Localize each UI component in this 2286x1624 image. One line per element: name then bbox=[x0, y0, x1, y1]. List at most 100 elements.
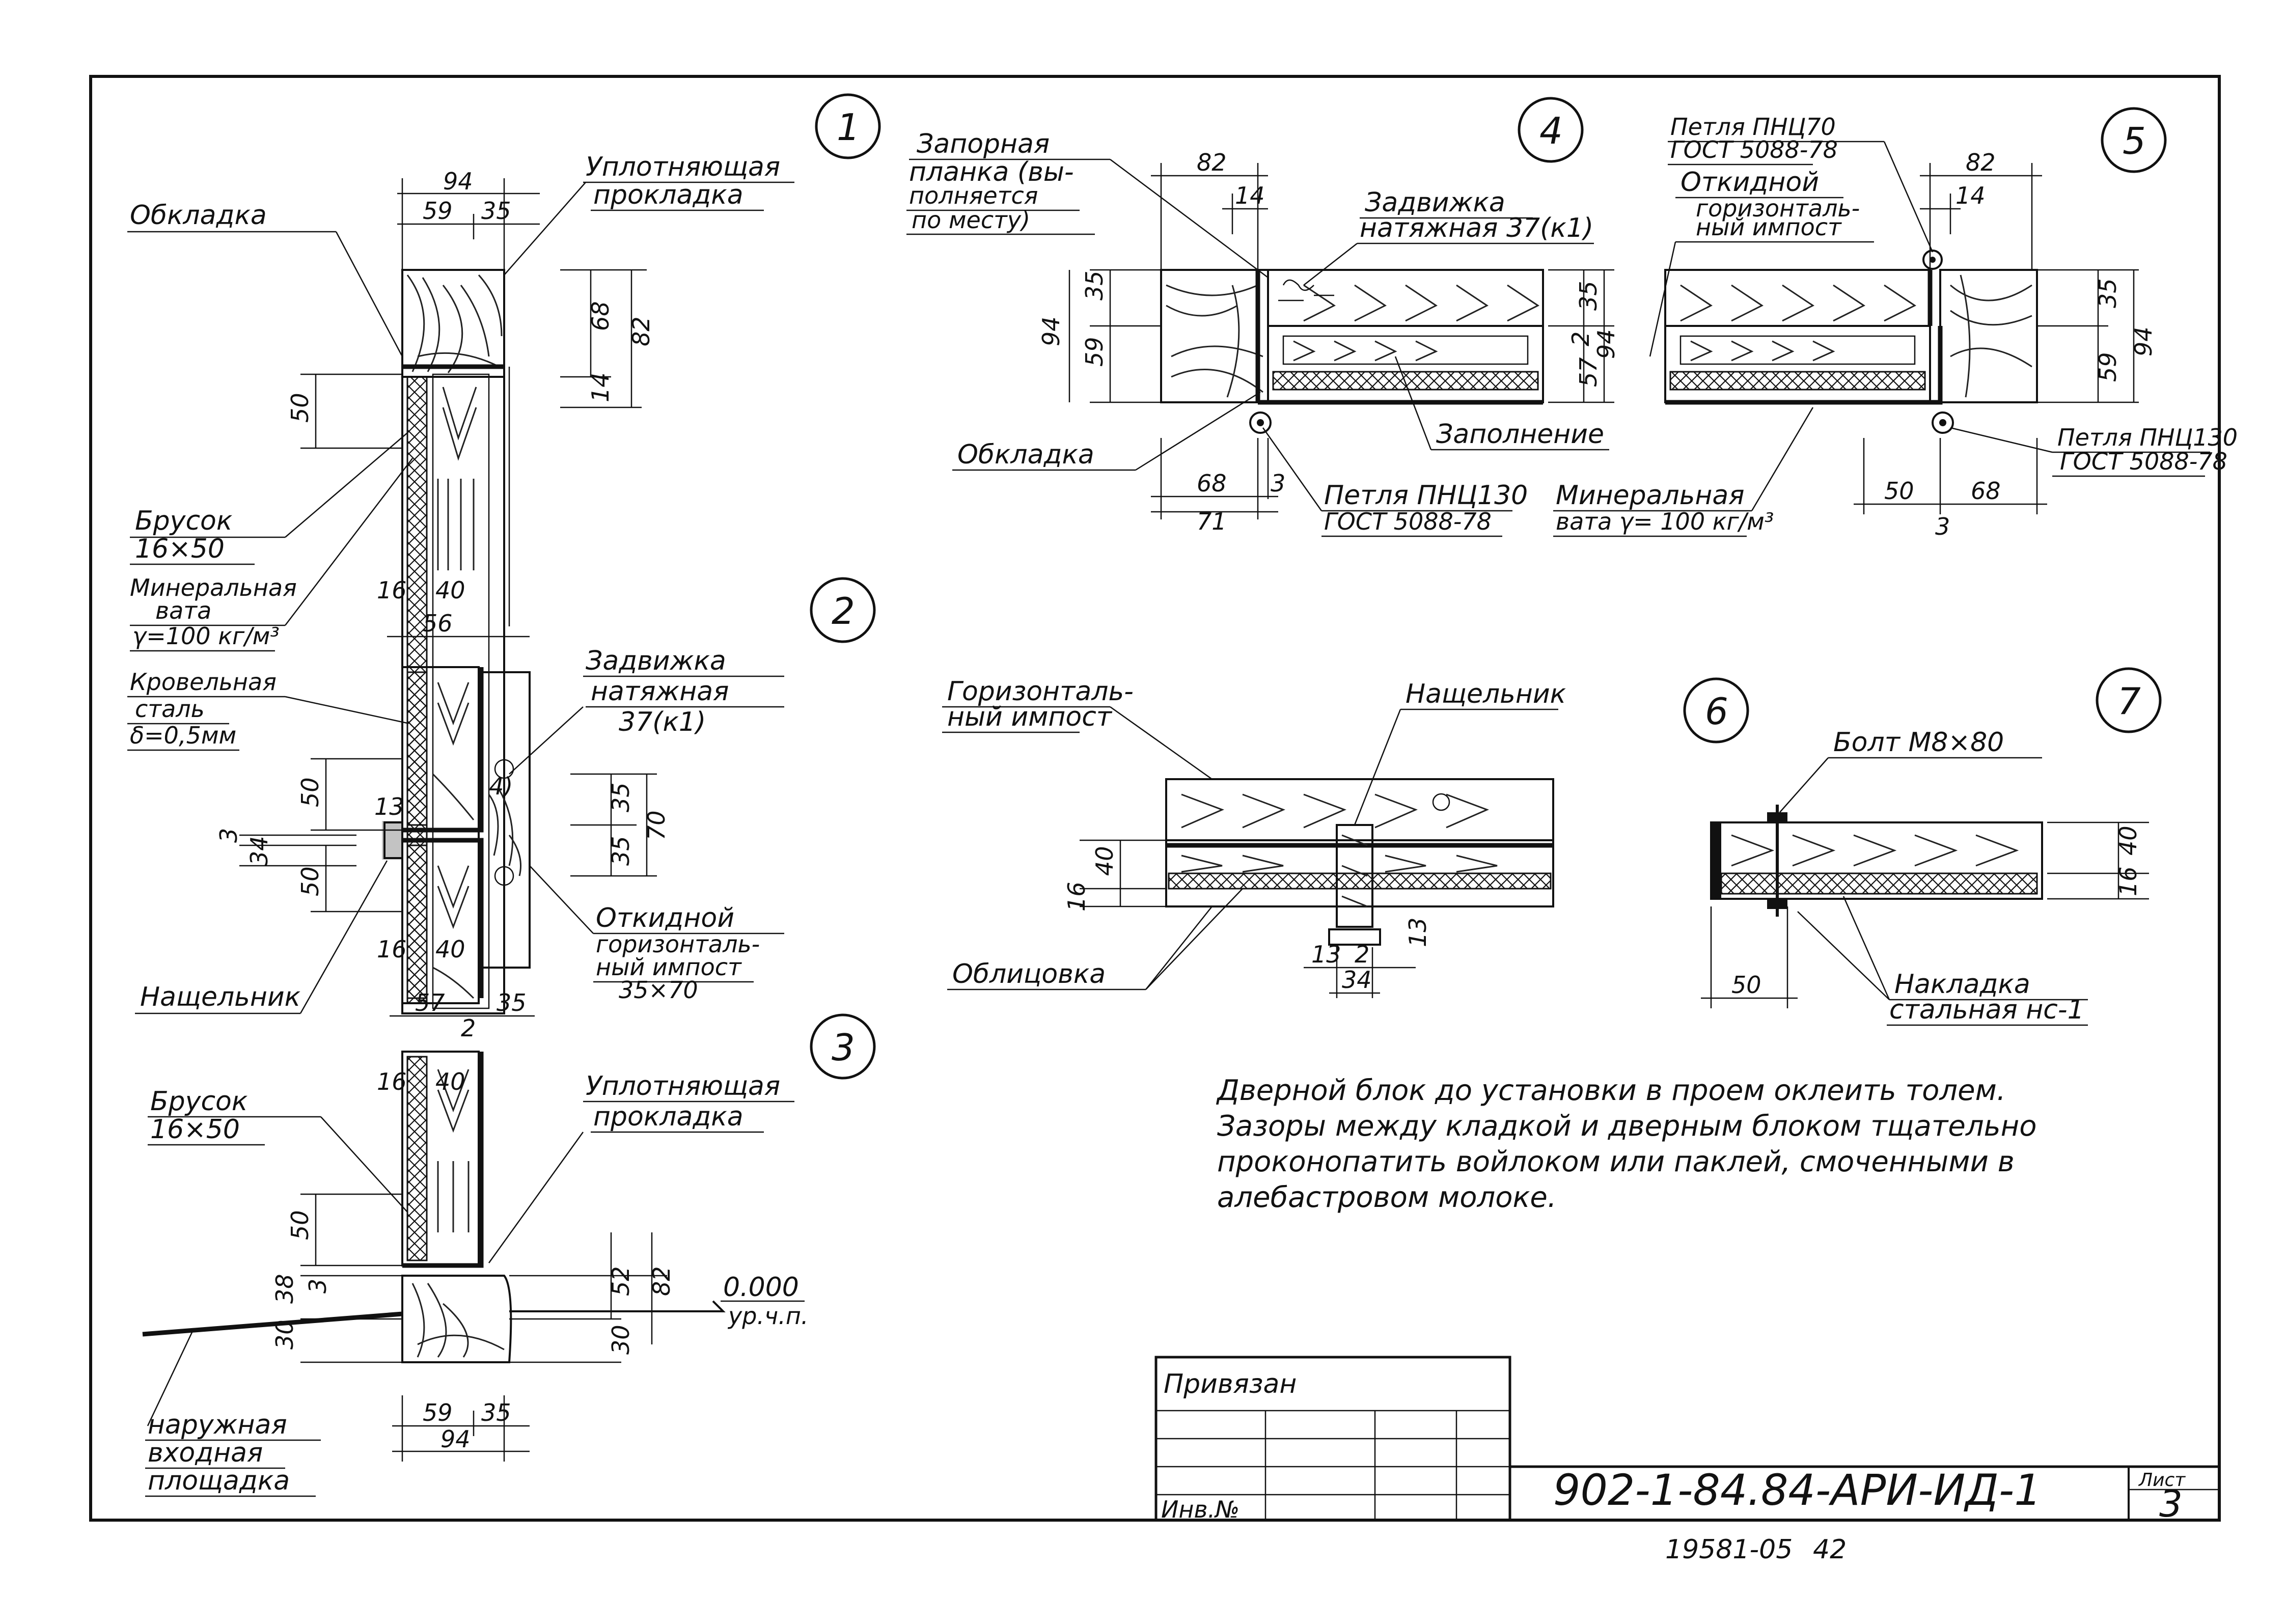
detail-5: 5 82 14 35 94 59 50 68 3 bbox=[1649, 107, 2238, 540]
svg-text:4): 4) bbox=[489, 773, 513, 800]
svg-text:натяжная 37(к1): натяжная 37(к1) bbox=[1360, 213, 1593, 243]
svg-text:71: 71 bbox=[1197, 508, 1227, 535]
detail-4: 4 82 14 94 35 59 35 94 57 bbox=[906, 97, 1814, 537]
svg-text:алебастровом молоке.: алебастровом молоке. bbox=[1217, 1181, 1557, 1214]
detail-2: 2 4) 50 13 3 34 50 bbox=[135, 577, 876, 1042]
label-naklad: Накладка bbox=[1894, 969, 2030, 1000]
svg-text:стальная нс-1: стальная нс-1 bbox=[1889, 995, 2084, 1025]
svg-text:50: 50 bbox=[1731, 971, 1761, 999]
svg-text:68: 68 bbox=[1197, 470, 1227, 497]
svg-text:35×70: 35×70 bbox=[619, 976, 698, 1004]
svg-text:35: 35 bbox=[497, 989, 527, 1016]
svg-text:52: 52 bbox=[607, 1266, 635, 1296]
svg-text:ный импост: ный импост bbox=[1696, 213, 1842, 241]
sheet-number: 3 bbox=[2159, 1482, 2183, 1525]
svg-text:вата: вата bbox=[155, 597, 211, 624]
svg-text:94: 94 bbox=[443, 168, 473, 195]
svg-text:3: 3 bbox=[1935, 513, 1950, 540]
label-nashch-2: Нащельник bbox=[140, 982, 301, 1012]
svg-text:94: 94 bbox=[1592, 329, 1620, 359]
detail-3: 3 16 40 50 38 3 30 52 82 30 bbox=[142, 1013, 876, 1497]
drawing-code: 902-1-84.84-АРИ-ИД-1 bbox=[1553, 1465, 2042, 1515]
svg-text:59: 59 bbox=[2094, 352, 2122, 382]
svg-text:59: 59 bbox=[423, 1399, 453, 1426]
svg-text:ный импост: ный импост bbox=[596, 953, 742, 981]
title-block: Привязан Инв.№ 902-1-84.84-АРИ-ИД-1 Лист… bbox=[1154, 1356, 2219, 1525]
svg-text:ГОСТ 5088-78: ГОСТ 5088-78 bbox=[2060, 448, 2227, 475]
svg-text:13: 13 bbox=[1311, 941, 1341, 968]
label-uplot-1: Уплотняющая bbox=[586, 152, 780, 182]
svg-text:Зазоры между кладкой и дверным: Зазоры между кладкой и дверным блоком тщ… bbox=[1217, 1110, 2037, 1143]
svg-text:по месту): по месту) bbox=[912, 206, 1030, 234]
svg-text:ГОСТ 5088-78: ГОСТ 5088-78 bbox=[1670, 136, 1838, 163]
svg-text:3: 3 bbox=[832, 1026, 855, 1069]
detail-7: 7 40 16 50 Болт М8×80 Накладка стальная … bbox=[1701, 667, 2162, 1026]
svg-text:34: 34 bbox=[1342, 966, 1372, 994]
svg-text:ГОСТ 5088-78: ГОСТ 5088-78 bbox=[1324, 508, 1492, 535]
svg-text:35: 35 bbox=[1575, 281, 1602, 311]
svg-text:13: 13 bbox=[1404, 917, 1431, 947]
svg-text:35: 35 bbox=[481, 1399, 511, 1426]
svg-text:40: 40 bbox=[1091, 846, 1118, 876]
svg-text:2: 2 bbox=[461, 1014, 476, 1042]
svg-text:4: 4 bbox=[1539, 109, 1563, 152]
detail-3-marker bbox=[810, 1013, 876, 1080]
label-vkhod: наружная bbox=[148, 1410, 287, 1440]
svg-text:35: 35 bbox=[481, 197, 511, 225]
label-nashch-6: Нащельник bbox=[1406, 679, 1566, 709]
svg-text:59: 59 bbox=[423, 197, 453, 225]
svg-text:50: 50 bbox=[286, 1210, 314, 1240]
label-brusok-3: Брусок bbox=[150, 1086, 248, 1117]
svg-text:82: 82 bbox=[627, 316, 655, 346]
detail-1-number: 1 bbox=[837, 106, 860, 149]
svg-text:13: 13 bbox=[374, 793, 404, 820]
svg-text:планка (вы-: планка (вы- bbox=[909, 157, 1074, 187]
svg-text:56: 56 bbox=[423, 610, 453, 637]
svg-text:57: 57 bbox=[1575, 357, 1602, 387]
page-number: 42 bbox=[1813, 1534, 1847, 1565]
svg-text:2: 2 bbox=[832, 590, 855, 632]
svg-text:94: 94 bbox=[440, 1425, 471, 1453]
svg-text:16: 16 bbox=[2114, 866, 2142, 896]
label-minvata-1: Минеральная bbox=[130, 574, 297, 601]
svg-text:40: 40 bbox=[2114, 825, 2142, 856]
svg-text:прокладка: прокладка bbox=[593, 180, 743, 210]
svg-text:7: 7 bbox=[2117, 680, 2141, 723]
label-petlya-4: Петля ПНЦ130 bbox=[1324, 480, 1528, 511]
label-obkladka: Обкладка bbox=[130, 200, 267, 231]
label-level: 0.000 bbox=[723, 1272, 799, 1303]
svg-text:35: 35 bbox=[607, 836, 635, 866]
label-zapor: Запорная bbox=[917, 129, 1050, 159]
svg-text:ур.ч.п.: ур.ч.п. bbox=[727, 1302, 809, 1330]
sheet-label: Лист bbox=[2138, 1470, 2186, 1491]
svg-text:6: 6 bbox=[1705, 690, 1728, 733]
stamp-inv: Инв.№ bbox=[1161, 1496, 1240, 1523]
svg-text:38: 38 bbox=[271, 1274, 298, 1304]
svg-text:37(к1): 37(к1) bbox=[619, 707, 706, 737]
label-zapoln: Заполнение bbox=[1436, 419, 1604, 450]
svg-text:16×50: 16×50 bbox=[135, 534, 225, 564]
label-krov: Кровельная bbox=[130, 668, 277, 696]
detail-6: 6 40 16 13 2 34 13 Горизонталь- ный импо… bbox=[942, 676, 1749, 998]
svg-text:3: 3 bbox=[215, 828, 242, 843]
svg-text:δ=0,5мм: δ=0,5мм bbox=[130, 722, 236, 749]
svg-text:57: 57 bbox=[415, 989, 445, 1016]
detail-1: 1 94 59 35 68 82 14 50 16 40 bbox=[127, 93, 881, 1014]
svg-text:40: 40 bbox=[435, 935, 465, 963]
svg-text:2: 2 bbox=[1355, 941, 1369, 968]
label-brusok-1: Брусок bbox=[135, 506, 233, 536]
svg-text:16×50: 16×50 bbox=[150, 1114, 240, 1145]
label-oblits: Облицовка bbox=[952, 959, 1106, 989]
svg-text:горизонталь-: горизонталь- bbox=[596, 930, 760, 958]
svg-text:3: 3 bbox=[304, 1279, 332, 1293]
detail-5-marker bbox=[2101, 107, 2167, 173]
svg-text:82: 82 bbox=[1197, 149, 1227, 176]
svg-text:35: 35 bbox=[2094, 278, 2122, 308]
svg-text:ный импост: ный импост bbox=[947, 702, 1113, 732]
svg-text:35: 35 bbox=[1081, 270, 1108, 300]
label-petlya-5a: Петля ПНЦ70 bbox=[1670, 113, 1836, 141]
svg-text:14: 14 bbox=[1956, 182, 1986, 209]
detail-6-marker bbox=[1683, 677, 1749, 744]
stamp-privyazan: Привязан bbox=[1164, 1369, 1297, 1399]
